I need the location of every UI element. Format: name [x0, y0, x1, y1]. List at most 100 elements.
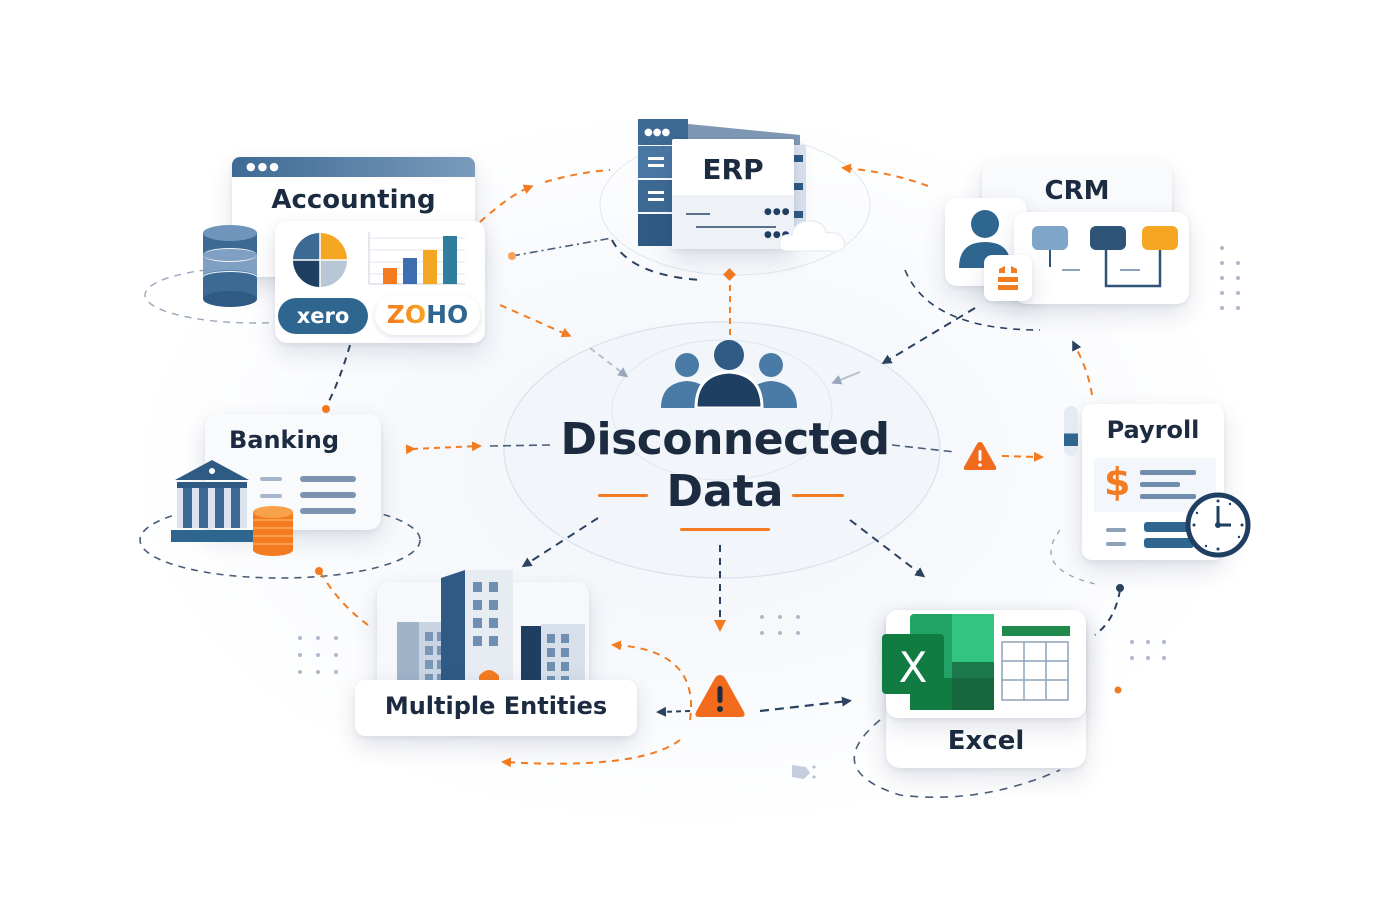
erp-panel-lower — [672, 195, 794, 249]
node-erp[interactable]: ●●● ERP ●●● ●●● — [630, 115, 860, 255]
accent-bar-bottom — [680, 528, 770, 531]
spreadsheet-grid-icon — [1001, 626, 1070, 701]
link-crm-center-gray — [831, 371, 861, 385]
text-line — [1106, 542, 1126, 546]
text-line — [300, 492, 356, 498]
text-line — [1140, 494, 1196, 499]
link-banking-entities — [319, 571, 369, 626]
contact-card-icon — [998, 266, 1018, 290]
erp-dots-icon: ●●● — [764, 230, 791, 240]
window-dots-icon: ●●● — [246, 160, 281, 173]
link-center-entities — [521, 517, 599, 568]
orbit-payroll — [1050, 529, 1101, 586]
link-accounting-center-gray — [589, 347, 629, 378]
text-line — [300, 476, 356, 482]
node-banking[interactable]: Banking — [165, 410, 390, 560]
link-diamond — [723, 268, 736, 281]
orbit-excel — [853, 719, 1061, 799]
center-title-line2: Data — [666, 466, 784, 517]
link-center-excel — [849, 519, 926, 578]
link-dot — [322, 405, 330, 413]
pie-chart-icon — [293, 233, 347, 287]
erp-label: ERP — [702, 153, 764, 186]
node-excel[interactable]: Excel X — [880, 600, 1095, 770]
warning-triangle-icon — [695, 675, 745, 717]
clock-icon — [1185, 492, 1251, 558]
node-crm[interactable]: CRM — [942, 160, 1192, 310]
text-line — [260, 477, 282, 481]
entities-label-bar: Multiple Entities — [355, 680, 637, 736]
window-titlebar: ●●● — [232, 157, 475, 177]
excel-logo-letter: X — [899, 643, 928, 692]
link-warning-excel — [759, 696, 852, 713]
text-line — [1106, 528, 1126, 532]
brand-xero: xero — [278, 298, 368, 334]
coin-stack-icon — [253, 506, 293, 556]
payroll-label: Payroll — [1106, 416, 1200, 444]
center-hub: Disconnected Data — [540, 330, 910, 550]
erp-line — [696, 226, 776, 228]
entities-label: Multiple Entities — [384, 692, 608, 720]
link-crm-erp — [841, 163, 929, 187]
brand-zoho: ZOHO — [375, 295, 480, 335]
cloud-icon — [779, 220, 845, 252]
link-center-payroll-gray — [891, 444, 956, 453]
link-accounting-erp — [479, 184, 534, 223]
office-buildings-icon — [397, 570, 585, 688]
zoho-wordmark: ZOHO — [386, 300, 469, 329]
org-chart-icon — [1032, 226, 1178, 288]
erp-panel: ERP ●●● ●●● — [672, 139, 794, 249]
link-banking-center-orange — [405, 441, 482, 455]
link-dot — [1116, 584, 1124, 592]
link-crm-center — [881, 307, 976, 365]
bar-chart-icon — [368, 232, 465, 285]
center-title-line1: Disconnected — [560, 414, 890, 465]
link-accounting-banking — [326, 344, 351, 406]
link-center-payroll-orange — [1001, 451, 1044, 462]
dot-grid — [1220, 246, 1240, 310]
node-payroll[interactable]: Payroll $ — [1060, 400, 1260, 565]
text-line — [1140, 470, 1196, 475]
accent-bar-left — [598, 494, 648, 497]
link-payroll-crm-head — [1072, 340, 1082, 352]
erp-dots-icon: ●●● — [764, 207, 791, 217]
link-payroll-crm — [1075, 347, 1093, 396]
link-accounting-erp-dashdot — [511, 237, 613, 257]
warning-triangle-icon — [963, 442, 997, 470]
users-group-icon — [661, 340, 797, 408]
text-line — [300, 508, 356, 514]
link-center-down-head — [714, 620, 726, 632]
text-line — [260, 494, 282, 498]
database-icon — [203, 225, 257, 307]
dollar-sign-icon: $ — [1104, 460, 1131, 504]
excel-logo-icon: X — [882, 614, 994, 710]
orbit-banking — [139, 501, 421, 579]
svg-text:●●●: ●●● — [644, 127, 670, 138]
node-multiple-entities[interactable]: Multiple Entities — [355, 560, 645, 740]
center-halo — [503, 321, 941, 579]
link-dot — [508, 252, 516, 260]
orbit-crm — [904, 269, 1041, 331]
erp-line — [686, 213, 710, 215]
link-dot — [315, 567, 323, 575]
accent-bar-right — [792, 494, 844, 497]
decorative-shard-icon — [792, 765, 816, 779]
link-accounting-erp-2 — [544, 169, 611, 183]
accounting-label: Accounting — [271, 185, 436, 215]
link-banking-center-gray — [489, 444, 551, 447]
text-bar — [1144, 538, 1194, 548]
dot-grid — [1130, 640, 1166, 660]
text-bar — [1144, 522, 1194, 532]
crm-contact-card — [984, 255, 1032, 301]
text-line — [1140, 482, 1180, 487]
bank-building-icon — [171, 460, 253, 542]
crm-label: CRM — [1044, 176, 1110, 206]
dot-grid — [298, 636, 338, 674]
link-entities-return — [501, 739, 681, 768]
center-inner-ring — [611, 339, 833, 481]
payroll-scroll-tab — [1064, 406, 1078, 456]
banking-label: Banking — [228, 426, 340, 454]
dot-grid — [760, 615, 800, 635]
node-accounting[interactable]: ●●● Accounting xero ZOHO — [195, 155, 495, 350]
